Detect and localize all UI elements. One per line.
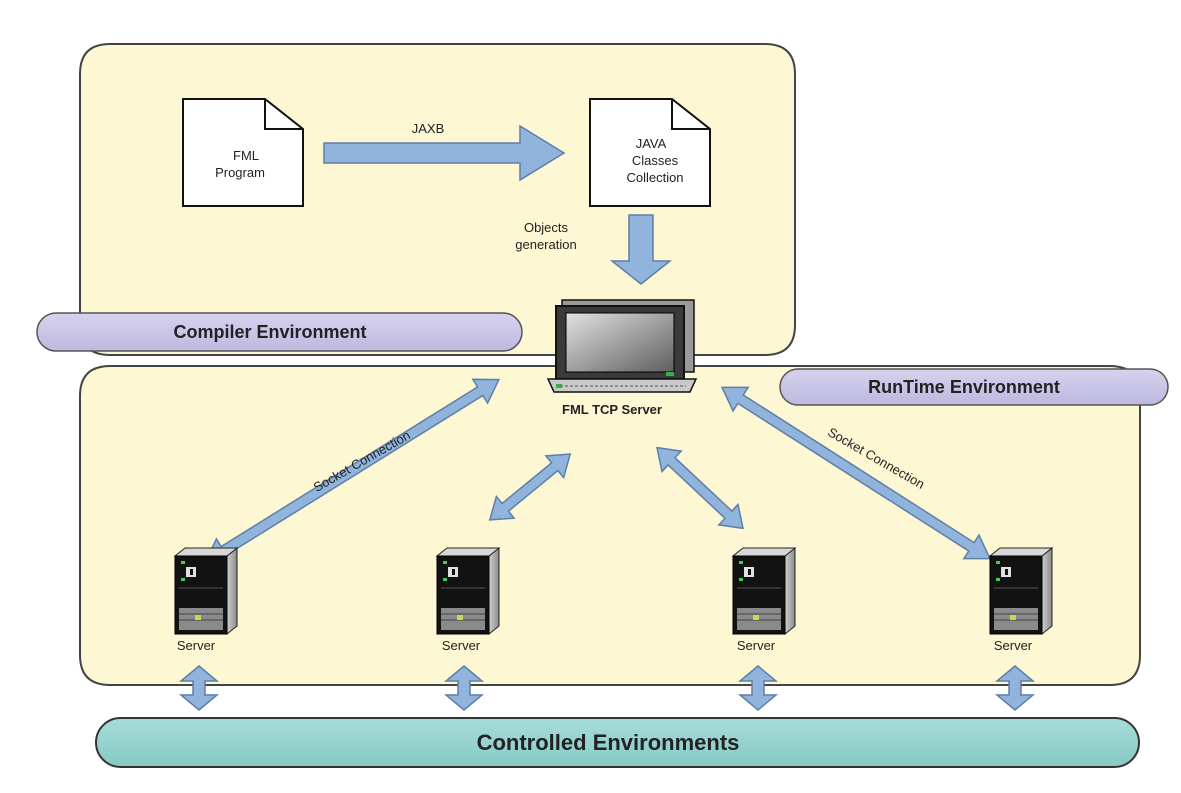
- fml-program-document: FML Program: [182, 98, 304, 207]
- server-label-4: Server: [994, 638, 1033, 653]
- monitor-icon: [546, 299, 698, 393]
- server-tower-icon-3: [731, 546, 797, 636]
- objects-generation-label-2: generation: [515, 237, 576, 252]
- socket-arrow-3: [656, 446, 744, 530]
- vertical-arrow-3: [737, 665, 779, 711]
- server-label-3: Server: [737, 638, 776, 653]
- server-tower-icon-2: [435, 546, 501, 636]
- fml-tcp-server-label: FML TCP Server: [562, 402, 662, 417]
- jaxb-arrow: [323, 124, 566, 182]
- socket-arrow-2: [488, 453, 572, 521]
- svg-text:Collection: Collection: [626, 170, 683, 185]
- server-tower-icon-4: [988, 546, 1054, 636]
- svg-text:Classes: Classes: [632, 153, 679, 168]
- server-tower-icon-1: [173, 546, 239, 636]
- svg-text:Compiler Environment: Compiler Environment: [173, 322, 366, 342]
- svg-text:Controlled Environments: Controlled Environments: [477, 730, 740, 755]
- java-classes-document: JAVA Classes Collection: [589, 98, 711, 207]
- svg-text:Program: Program: [215, 165, 265, 180]
- server-label-2: Server: [442, 638, 481, 653]
- runtime-environment-label: RunTime Environment: [779, 368, 1169, 406]
- vertical-arrow-2: [443, 665, 485, 711]
- server-label-1: Server: [177, 638, 216, 653]
- objects-generation-label: Objects: [524, 220, 569, 235]
- jaxb-label: JAXB: [412, 121, 445, 136]
- objects-generation-arrow: [609, 214, 673, 285]
- svg-text:RunTime Environment: RunTime Environment: [868, 377, 1060, 397]
- compiler-environment-label: Compiler Environment: [36, 312, 523, 352]
- vertical-arrow-1: [178, 665, 220, 711]
- svg-text:FML: FML: [233, 148, 259, 163]
- controlled-environments-bar: Controlled Environments: [95, 717, 1140, 768]
- svg-text:JAVA: JAVA: [636, 136, 667, 151]
- vertical-arrow-4: [994, 665, 1036, 711]
